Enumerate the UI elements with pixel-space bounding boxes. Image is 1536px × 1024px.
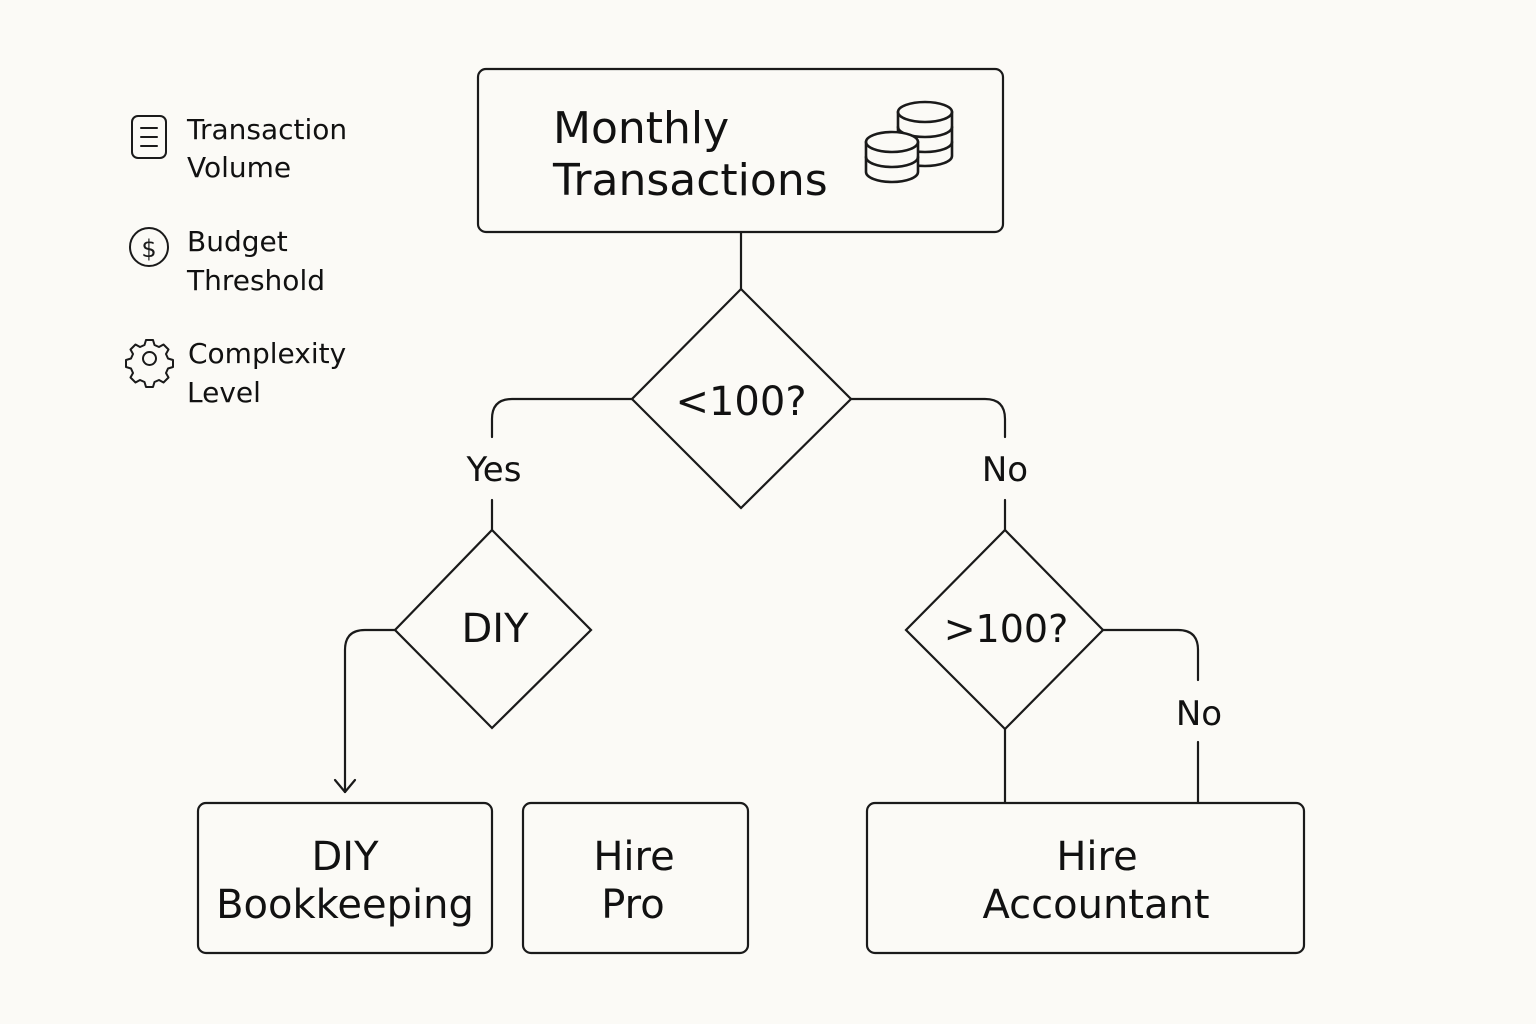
decision-main-diamond	[630, 287, 853, 510]
decision-diy: DIY	[393, 528, 593, 730]
legend-item-transaction-volume-line1: Transaction	[186, 113, 347, 146]
outcome-hire-pro-line1: Hire	[593, 834, 674, 880]
connector-main-to-no	[849, 397, 1007, 439]
outcome-diy-bookkeeping: DIY Bookkeeping	[196, 801, 494, 955]
connectors	[333, 231, 1200, 805]
outcome-hire-accountant-box	[865, 801, 1306, 955]
dollar-circle-icon: $	[129, 227, 169, 267]
legend-item-complexity-level: Complexity Level	[125, 337, 346, 409]
outcome-diy-bookkeeping-box	[196, 801, 494, 955]
legend-item-transaction-volume-line2: Volume	[187, 151, 291, 184]
decision-over-label: >100?	[944, 607, 1069, 651]
connector-main-to-yes	[490, 397, 634, 439]
svg-text:$: $	[141, 235, 156, 263]
start-box	[476, 67, 1005, 234]
outcome-hire-pro: Hire Pro	[521, 801, 750, 955]
legend-item-budget-threshold-line2: Threshold	[186, 264, 325, 297]
legend-item-complexity-level-line1: Complexity	[188, 337, 346, 370]
start-node: Monthly Transactions	[476, 67, 1005, 234]
outcome-diy-bookkeeping-line2: Bookkeeping	[216, 882, 474, 928]
arrowhead-bookkeeping	[333, 778, 357, 794]
document-icon	[131, 115, 167, 159]
branch-no-label: No	[982, 450, 1028, 490]
decision-main: <100?	[630, 287, 853, 510]
outcome-hire-accountant-line1: Hire	[1056, 834, 1137, 880]
outcome-hire-pro-box	[521, 801, 750, 955]
legend: Transaction Volume $ Budget Threshold Co…	[125, 113, 347, 409]
legend-item-budget-threshold-line1: Budget	[187, 225, 288, 258]
start-label-line1: Monthly	[553, 103, 729, 154]
outcome-hire-accountant-line2: Accountant	[982, 882, 1209, 928]
branch-yes-label: Yes	[466, 450, 522, 490]
connector-over-to-no2	[1101, 628, 1200, 682]
decision-diy-diamond	[393, 528, 593, 730]
decision-over: >100?	[904, 528, 1105, 731]
outcome-hire-accountant: Hire Accountant	[865, 801, 1306, 955]
decision-main-label: <100?	[675, 379, 806, 425]
legend-item-complexity-level-line2: Level	[187, 376, 261, 409]
gear-icon	[125, 339, 174, 388]
legend-item-transaction-volume: Transaction Volume	[131, 113, 347, 184]
start-label-line2: Transactions	[552, 155, 828, 206]
legend-item-budget-threshold: $ Budget Threshold	[129, 225, 325, 297]
branch-no2-label: No	[1176, 694, 1222, 734]
outcome-diy-bookkeeping-line1: DIY	[311, 834, 379, 880]
coins-stack-icon	[864, 100, 954, 184]
decision-diy-label: DIY	[461, 606, 529, 652]
connector-diy-to-bookkeeping	[343, 628, 397, 794]
outcome-hire-pro-line2: Pro	[601, 882, 664, 928]
decision-over-diamond	[904, 528, 1105, 731]
